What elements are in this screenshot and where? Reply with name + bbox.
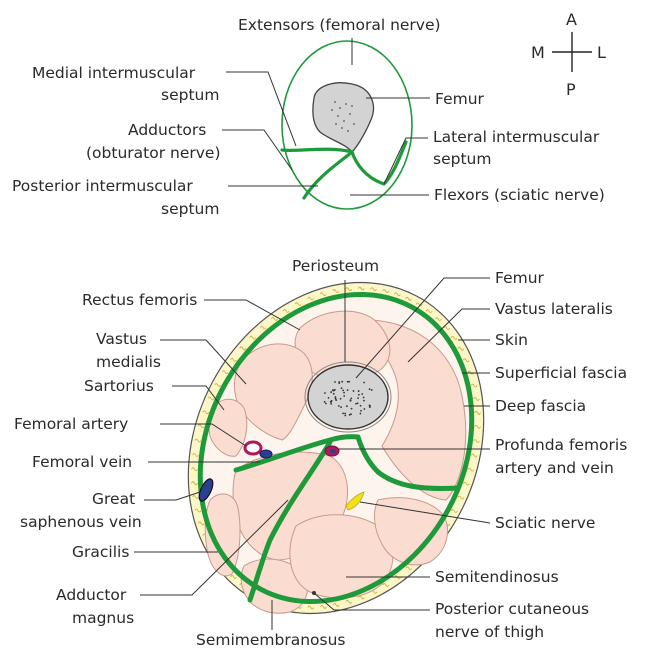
femoral-artery [245,442,261,454]
label-top-femur: Femur [435,90,485,108]
compass-lateral: L [597,43,606,62]
label-semimembranosus: Semimembranosus [196,631,346,649]
label-flexors: Flexors (sciatic nerve) [434,186,605,204]
label-lateral-septum-line1: Lateral intermuscular [433,128,600,146]
label-superficial-fascia: Superficial fascia [495,364,627,382]
label-femoral-artery: Femoral artery [14,415,128,433]
label-vastus-medialis-line2: medialis [96,353,161,371]
femoral-vein [260,450,272,458]
label-adductor-magnus-line2: magnus [72,609,134,627]
label-profunda-line1: Profunda femoris [495,436,627,454]
label-adductors-line1: Adductors [128,121,206,139]
label-extensors: Extensors (femoral nerve) [238,16,441,34]
femur-bone [308,365,388,429]
label-vastus-lateralis: Vastus lateralis [495,300,613,318]
compass-posterior: P [566,80,576,99]
top-labels: Extensors (femoral nerve) Medial intermu… [12,16,605,218]
label-lateral-septum-line2: septum [433,150,491,168]
label-great-saphenous-line1: Great [92,490,135,508]
compass-anterior: A [566,10,577,29]
label-femoral-vein: Femoral vein [32,453,132,471]
label-adductor-magnus-line1: Adductor [56,586,127,604]
top-medial-septum [282,149,352,152]
label-medial-septum-line1: Medial intermuscular [32,64,196,82]
label-rectus-femoris: Rectus femoris [82,291,197,309]
top-schematic [282,41,412,209]
profunda-vein [330,449,336,453]
label-sciatic-nerve: Sciatic nerve [495,514,595,532]
label-deep-fascia: Deep fascia [495,397,586,415]
label-posterior-septum-line1: Posterior intermuscular [12,177,193,195]
orientation-compass: A M L P [531,10,606,99]
label-vastus-medialis-line1: Vastus [96,330,147,348]
top-posterior-septum [304,152,352,198]
label-gracilis: Gracilis [72,543,129,561]
compass-medial: M [531,43,545,62]
label-bottom-femur: Femur [495,269,545,287]
label-great-saphenous-line2: saphenous vein [20,513,142,531]
top-femur [313,83,374,152]
label-sartorius: Sartorius [84,377,154,395]
label-posterior-septum-line2: septum [161,200,219,218]
label-profunda-line2: artery and vein [495,459,614,477]
label-medial-septum-line2: septum [161,86,219,104]
label-posterior-cutaneous-line1: Posterior cutaneous [435,600,589,618]
label-periosteum: Periosteum [292,257,379,275]
label-adductors-line2: (obturator nerve) [86,144,221,162]
label-skin: Skin [495,331,528,349]
label-posterior-cutaneous-line2: nerve of thigh [435,623,544,641]
label-semitendinosus: Semitendinosus [435,568,559,586]
